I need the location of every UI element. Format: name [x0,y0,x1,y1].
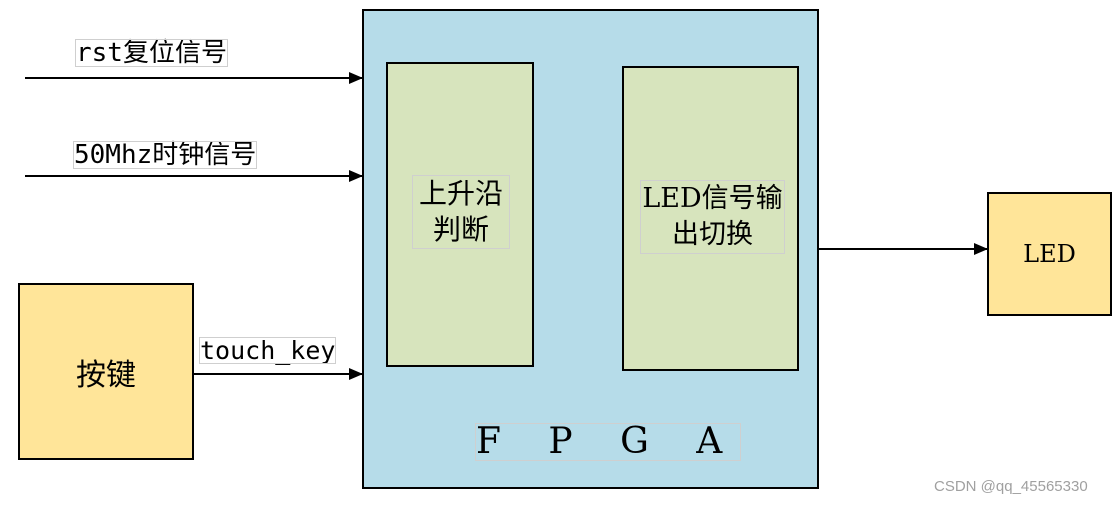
led-block-label: LED [1023,240,1076,268]
led-switch-block [622,66,799,371]
edge-detect-label-line1: 上升沿 [418,177,503,210]
edge-detect-label: 上升沿 判断 [412,175,510,249]
fpga-label: F P G A [474,421,742,462]
button-block-label: 按键 [76,357,136,393]
led-switch-label: LED信号输 出切换 [640,180,785,254]
watermark: CSDN @qq_45565330 [934,478,1088,495]
led-switch-label-line1: LED信号输 [642,183,783,214]
edge-detect-label-line2: 判断 [432,213,489,246]
rst-signal-label: rst复位信号 [75,38,228,68]
led-switch-label-line2: 出切换 [672,219,753,250]
led-block: LED [987,192,1112,316]
edge-detect-block [386,62,534,367]
key-signal-label: touch_key [198,336,337,365]
button-block: 按键 [18,283,194,460]
clk-signal-label: 50Mhz时钟信号 [72,140,258,170]
